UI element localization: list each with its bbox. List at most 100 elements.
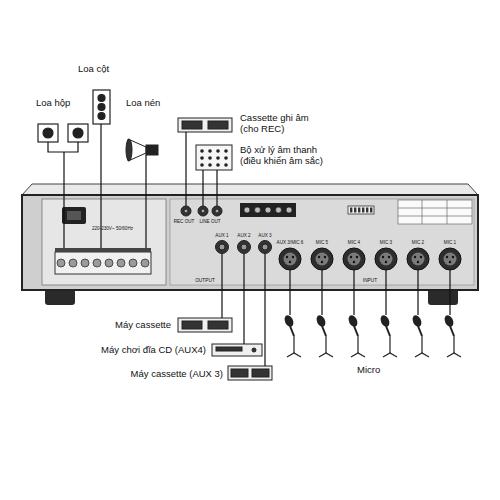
speaker-wire xyxy=(48,142,78,152)
mic-base xyxy=(383,353,397,357)
control-knob xyxy=(224,149,228,153)
mic-handle xyxy=(386,326,390,336)
rca-jack xyxy=(212,206,222,216)
speaker-label: Loa nén xyxy=(126,98,160,109)
terminal-screw xyxy=(93,259,101,267)
terminal-screw xyxy=(286,207,292,213)
dip-lever xyxy=(370,208,372,213)
mic-base xyxy=(415,353,429,357)
mic-head xyxy=(443,314,455,328)
panel-text: AUX 2 xyxy=(237,233,250,238)
aux-jack xyxy=(259,241,272,254)
combo-jack xyxy=(311,248,333,270)
remote-terminal xyxy=(240,203,296,217)
speaker-wire xyxy=(63,152,64,248)
terminal-strip xyxy=(55,252,151,274)
mic-base xyxy=(447,353,461,357)
setting-table xyxy=(398,200,472,224)
speaker-wire xyxy=(48,124,146,248)
column-speaker xyxy=(93,90,110,124)
mic-stand xyxy=(421,336,422,353)
column-speaker xyxy=(98,104,105,111)
terminal-screw xyxy=(255,207,261,213)
power-inlet xyxy=(62,207,86,224)
rca-jack xyxy=(215,209,219,213)
jack-pin xyxy=(318,256,320,258)
mic-base xyxy=(287,353,301,357)
combo-jack-inner xyxy=(284,253,297,266)
terminal-screw xyxy=(117,259,125,267)
control-knob xyxy=(200,156,204,160)
panel-text: MIC 3 xyxy=(380,240,392,245)
signal-wire xyxy=(185,132,186,206)
mic-stand xyxy=(389,336,390,353)
mic-stand xyxy=(293,336,294,353)
panel-text: MIC 1 xyxy=(444,240,456,245)
dip-lever xyxy=(362,208,364,213)
jack-pin xyxy=(449,261,451,263)
box-speaker xyxy=(73,128,83,138)
panel-text: REC OUT xyxy=(174,219,195,224)
jack-pin xyxy=(388,256,390,258)
rca-jack xyxy=(181,206,222,216)
aux-jack xyxy=(216,241,229,254)
horn-speaker xyxy=(126,139,158,161)
panel-text: AUX 3/MIC 6 xyxy=(277,240,304,245)
speaker-label: Loa cột xyxy=(78,64,109,75)
box-speaker xyxy=(38,124,58,142)
remote-terminal xyxy=(240,203,296,217)
combo-jack xyxy=(407,248,429,270)
rca-jack xyxy=(198,206,208,216)
panel-text: MIC 5 xyxy=(316,240,328,245)
control-knob xyxy=(224,156,228,160)
cassette-player xyxy=(182,321,202,329)
sound-processor xyxy=(196,145,232,170)
rear-panel xyxy=(22,195,478,290)
combo-jack-inner xyxy=(412,253,425,266)
cassette-aux3 xyxy=(252,369,269,377)
box-speaker xyxy=(43,128,53,138)
speaker-wire xyxy=(145,155,146,248)
jack-pin xyxy=(414,256,416,258)
cassette-player xyxy=(178,318,232,332)
cassette-rec xyxy=(178,118,232,132)
combo-jack xyxy=(343,248,365,270)
mic-head xyxy=(411,314,423,328)
setting-table xyxy=(447,200,448,224)
jack-pin xyxy=(417,261,419,263)
mic-cable xyxy=(449,268,450,315)
sound-processor xyxy=(196,145,232,170)
control-knob xyxy=(216,156,220,160)
amplifier-foot xyxy=(45,289,75,305)
cd-player xyxy=(252,348,256,352)
signal-wire xyxy=(243,253,244,344)
device-label: Máy chơi đĩa CD (AUX4) xyxy=(101,345,206,356)
combo-jack-inner xyxy=(316,253,329,266)
control-knob xyxy=(208,149,212,153)
mic-cable xyxy=(385,268,386,315)
panel-text: AUX 1 xyxy=(215,233,228,238)
cassette-aux3 xyxy=(231,369,248,377)
jack-pin xyxy=(382,256,384,258)
aux-jack xyxy=(219,244,225,250)
terminal-screw xyxy=(244,207,250,213)
rca-jack xyxy=(181,206,191,216)
signal-wire xyxy=(186,132,265,366)
control-knob xyxy=(200,149,204,153)
terminal-screw xyxy=(265,207,271,213)
mic-head xyxy=(283,314,295,328)
jack-pin xyxy=(321,261,323,263)
jack-pin xyxy=(356,256,358,258)
terminal-strip xyxy=(55,248,151,274)
control-knob xyxy=(216,149,220,153)
cassette-player xyxy=(208,321,228,329)
mic-base xyxy=(351,353,365,357)
terminal-strip xyxy=(55,248,151,252)
panel-text: OUTPUT xyxy=(195,278,215,284)
cassette-aux3 xyxy=(228,366,272,380)
mic-cable xyxy=(289,268,290,315)
dip-switch xyxy=(348,206,374,214)
control-knob xyxy=(208,163,212,167)
